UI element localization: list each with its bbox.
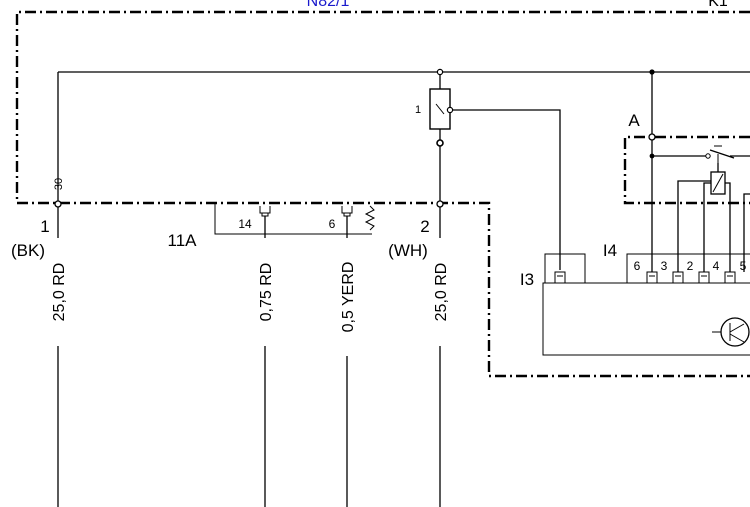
submodule-a-boundary bbox=[623, 135, 750, 205]
relay-top-junction bbox=[436, 68, 444, 76]
relay-bottom-terminal bbox=[436, 139, 444, 147]
switch-contact-left bbox=[705, 153, 711, 159]
connector-i3-frame bbox=[544, 253, 586, 283]
i4-terminal-1 bbox=[646, 271, 658, 283]
connector-11a-label: 11A bbox=[168, 231, 198, 250]
pin30-label: 30 bbox=[53, 178, 65, 190]
i4-terminal-2 bbox=[672, 271, 684, 283]
coil-left-wire bbox=[703, 182, 711, 272]
pin1-color: (BK) bbox=[11, 241, 45, 260]
i4-terminal-4 bbox=[724, 271, 736, 283]
i4-pin2-wire bbox=[677, 180, 711, 272]
switch-blade bbox=[709, 149, 735, 159]
wire-label-2: 0,75 RD bbox=[258, 263, 275, 322]
i4-pin5-wire bbox=[743, 193, 750, 272]
pin2-number: 2 bbox=[420, 217, 429, 236]
relay-pin-label: 1 bbox=[415, 104, 421, 116]
shield-symbol bbox=[364, 205, 376, 231]
module-label: N82/1 bbox=[307, 0, 350, 10]
i4-pin-4: 4 bbox=[713, 259, 720, 273]
connector-11a-pin14: 14 bbox=[238, 217, 252, 231]
module-right-label: K1 bbox=[708, 0, 728, 10]
pin1-junction bbox=[54, 200, 62, 208]
relay-coil-diagonal bbox=[712, 173, 724, 193]
submodule-input-junction bbox=[648, 133, 656, 141]
transistor-collector bbox=[729, 333, 745, 343]
connector-i3-label: I3 bbox=[520, 270, 534, 289]
i4-terminal-3 bbox=[698, 271, 710, 283]
relay-switch-contact bbox=[435, 103, 445, 115]
wire-label-1: 25,0 RD bbox=[51, 263, 68, 322]
switch-actuator bbox=[714, 145, 722, 163]
i4-pin-2: 2 bbox=[687, 259, 694, 273]
i4-pin-3: 3 bbox=[661, 259, 668, 273]
wire-label-4: 25,0 RD bbox=[433, 263, 450, 322]
control-unit-box bbox=[542, 282, 750, 356]
connector-i3-pin bbox=[554, 271, 566, 283]
connector-11a-frame bbox=[214, 204, 372, 235]
connector-i4-frame bbox=[626, 253, 750, 283]
connector-i4-label: I4 bbox=[603, 241, 617, 260]
relay-to-i3-wire bbox=[453, 109, 561, 270]
pin1-number: 1 bbox=[40, 217, 49, 236]
pin2-color: (WH) bbox=[388, 241, 428, 260]
pin6-terminal bbox=[341, 206, 353, 217]
relay-output-junction bbox=[446, 106, 454, 114]
connector-11a-pin6: 6 bbox=[329, 217, 336, 231]
module-boundary bbox=[15, 10, 750, 378]
submodule-a-label: A bbox=[628, 111, 640, 130]
coil-right-wire bbox=[725, 182, 731, 272]
i4-pin-6: 6 bbox=[634, 259, 641, 273]
i4-pin-5: 5 bbox=[740, 259, 747, 273]
transistor-icon bbox=[720, 317, 750, 347]
wire-label-3: 0,5 YERD bbox=[340, 262, 357, 333]
pin2-junction bbox=[436, 200, 444, 208]
pin14-terminal bbox=[259, 206, 271, 217]
transistor-emitter bbox=[729, 323, 745, 333]
